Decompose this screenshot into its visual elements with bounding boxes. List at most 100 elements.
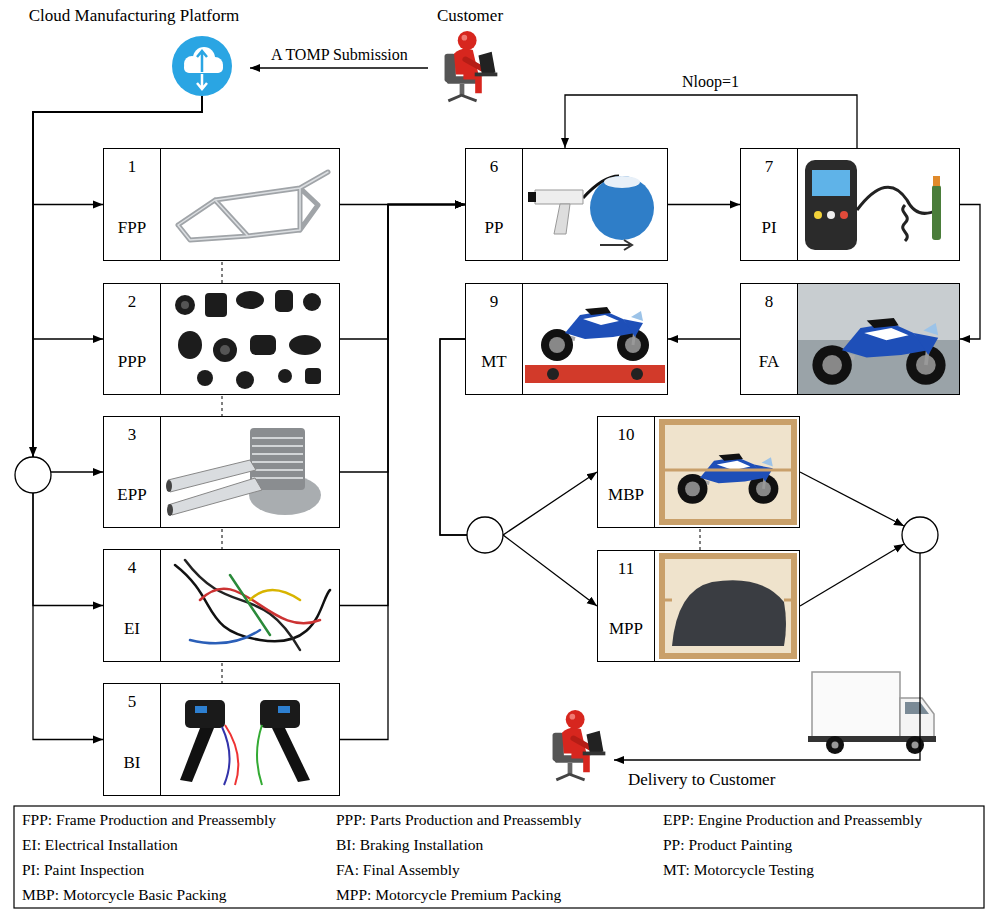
- gauge-illustration: [805, 160, 941, 250]
- process-box: 6PP: [465, 148, 668, 261]
- connector: [33, 96, 202, 606]
- box-label-column: 9MT: [466, 284, 523, 394]
- basic-crate-illustration: [662, 422, 794, 522]
- step-abbreviation: PPP: [118, 352, 146, 372]
- step-number: 7: [765, 157, 774, 177]
- truck-icon: [808, 672, 936, 754]
- connector-line: [565, 95, 857, 148]
- legend-entry: PPP: Parts Production and Preassembly: [336, 810, 581, 830]
- legend-entry: FA: Final Assembly: [336, 860, 460, 880]
- step-number: 1: [128, 157, 137, 177]
- step-number: 10: [618, 425, 635, 445]
- connector: [960, 205, 980, 340]
- box-label-column: 7PI: [741, 149, 798, 260]
- connector-line: [340, 205, 465, 473]
- flow-lines: [33, 440, 920, 760]
- step-number: 2: [128, 292, 137, 312]
- process-box: 11MPP: [597, 550, 800, 662]
- step-abbreviation: PP: [485, 218, 504, 238]
- node-title: Customer: [437, 6, 503, 26]
- test-illustration: [525, 307, 665, 383]
- legend-entry: PP: Product Painting: [663, 835, 792, 855]
- process-box: 7PI: [740, 148, 960, 261]
- connector-line: [33, 96, 202, 339]
- edge-label: A TOMP Submission: [269, 45, 410, 65]
- dashed-separator: [222, 262, 700, 683]
- step-abbreviation: EPP: [117, 485, 146, 505]
- process-box: 9MT: [465, 283, 668, 395]
- connector-line: [668, 204, 740, 205]
- process-box: 4EI: [103, 549, 340, 662]
- process-box: 10MBP: [597, 416, 800, 528]
- connector-line: [340, 205, 465, 606]
- legend-entry: EPP: Engine Production and Preassembly: [663, 810, 922, 830]
- connector: [33, 96, 202, 339]
- step-number: 9: [490, 292, 499, 312]
- box-label-column: 10MBP: [598, 417, 655, 527]
- step-abbreviation: FA: [759, 352, 779, 372]
- icon-node: Customer: [428, 4, 512, 106]
- customer-icon: [553, 710, 606, 780]
- legend-entry: EI: Electrical Installation: [22, 835, 178, 855]
- step-abbreviation: EI: [124, 619, 140, 639]
- customer-icon: [445, 31, 498, 101]
- process-box: 1FPP: [103, 148, 340, 261]
- legend-entry: BI: Braking Installation: [336, 835, 483, 855]
- legend-frame: [14, 806, 984, 908]
- box-label-column: 6PP: [466, 149, 523, 260]
- brake-illustration: [180, 700, 310, 785]
- step-number: 4: [128, 558, 137, 578]
- wiring-illustration: [175, 560, 330, 650]
- process-box: 5BI: [103, 683, 340, 796]
- connector-line: [340, 205, 465, 340]
- step-abbreviation: BI: [124, 753, 141, 773]
- node-title: Cloud Manufacturing Platform: [29, 6, 240, 26]
- parts-illustration: [175, 290, 321, 389]
- step-abbreviation: MPP: [609, 619, 643, 639]
- step-number: 8: [765, 292, 774, 312]
- connector: [565, 95, 857, 148]
- connector: [340, 205, 465, 340]
- edge-label: Nloop=1: [680, 72, 741, 92]
- connector-line: [960, 205, 980, 340]
- connector: [668, 204, 740, 205]
- step-number: 3: [128, 425, 137, 445]
- legend-entry: MBP: Motorcycle Basic Packing: [22, 885, 227, 905]
- box-label-column: 1FPP: [104, 149, 161, 260]
- connector: [340, 205, 465, 606]
- connector: [33, 96, 202, 740]
- legend-entry: MPP: Motorcycle Premium Packing: [336, 885, 561, 905]
- step-number: 6: [490, 157, 499, 177]
- step-abbreviation: MT: [481, 352, 507, 372]
- box-label-column: 3EPP: [104, 417, 161, 527]
- box-label-column: 5BI: [104, 684, 161, 795]
- engine-illustration: [166, 428, 321, 516]
- premium-crate-illustration: [662, 556, 794, 656]
- icon-node: Cloud Manufacturing Platform: [18, 4, 250, 96]
- box-label-column: 11MPP: [598, 551, 655, 661]
- connector: [668, 339, 740, 340]
- flow-note: Delivery to Customer: [628, 770, 775, 790]
- process-box: 8FA: [740, 283, 960, 395]
- connector: [340, 205, 465, 740]
- connector-line: [668, 338, 740, 339]
- spray-gun-illustration: [528, 176, 654, 250]
- cloud-icon: [172, 36, 232, 96]
- step-abbreviation: PI: [761, 218, 776, 238]
- legend-entry: FPP: Frame Production and Preassembly: [22, 810, 276, 830]
- legend-entry: PI: Paint Inspection: [22, 860, 144, 880]
- box-label-column: 4EI: [104, 550, 161, 661]
- connector-line: [340, 205, 465, 740]
- step-number: 5: [128, 692, 137, 712]
- connector-line: [250, 67, 428, 68]
- legend-entry: MT: Motorcycle Testing: [663, 860, 814, 880]
- box-label-column: 2PPP: [104, 284, 161, 394]
- connector-line: [33, 96, 202, 740]
- step-abbreviation: MBP: [608, 485, 644, 505]
- connector-line: [33, 96, 202, 606]
- step-number: 11: [618, 559, 634, 579]
- step-abbreviation: FPP: [118, 218, 146, 238]
- connector: [250, 68, 428, 69]
